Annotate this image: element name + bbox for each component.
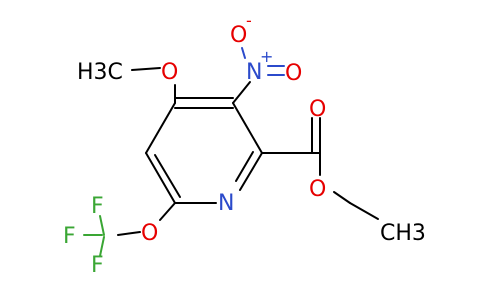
trifluoromethoxy-oxygen: O <box>141 221 158 246</box>
bond-o-cf3 <box>117 231 141 236</box>
bond-c3-c2 <box>232 102 263 154</box>
ethyl-ch3-label: CH3 <box>380 221 426 246</box>
fluorine-bottom: F <box>91 253 104 278</box>
carbonyl-oxygen: O <box>309 97 326 122</box>
bond-c6-o <box>159 202 176 221</box>
ester-oxygen: O <box>309 177 326 202</box>
bond-c3-n <box>232 81 251 104</box>
bond-n-c2 <box>239 152 263 191</box>
bond-c5-c6-double <box>154 154 181 198</box>
fluorine-top: F <box>91 194 104 219</box>
bond-c-f-bottom <box>99 236 105 257</box>
bond-o-ch3 <box>131 67 161 71</box>
bond-n-o-top <box>241 47 246 59</box>
methoxy-oxygen: O <box>161 60 178 85</box>
fluorine-left: F <box>63 224 76 249</box>
ring-nitrogen: N <box>218 191 234 216</box>
nitro-top-oxygen: O <box>230 23 247 48</box>
methyl-label: H3C <box>77 60 123 85</box>
bond-c-f-top <box>99 215 105 236</box>
nitro-right-oxygen: O <box>285 61 302 86</box>
bond-c4-c5 <box>145 102 176 154</box>
bond-c5-c6 <box>145 152 176 204</box>
ring-bonds <box>145 97 263 204</box>
bond-ch2-ch3 <box>349 202 379 220</box>
nitro-nitrogen-charge: + <box>260 47 273 66</box>
bond-o-ch2 <box>333 191 351 204</box>
nitro-top-oxygen-charge: - <box>246 11 252 30</box>
bond-n-c2-double <box>235 151 254 182</box>
nitro-nitrogen: N <box>246 60 262 85</box>
